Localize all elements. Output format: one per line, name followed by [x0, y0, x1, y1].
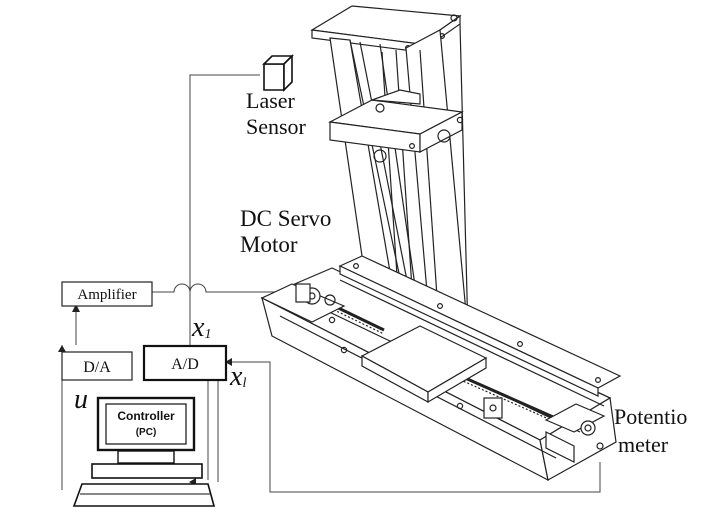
- base-carriage-bolt-1: [328, 316, 336, 324]
- carriage-bolt-1: [456, 116, 464, 124]
- sensor-side: [283, 54, 293, 92]
- coupling: [324, 294, 336, 306]
- screw-support-bolt: [489, 404, 497, 412]
- carriage-bearing-3: [375, 103, 385, 113]
- base-carriage-bolt-3: [456, 402, 464, 410]
- monitor-screen: [105, 403, 187, 445]
- base-carriage: [328, 316, 488, 410]
- side-rail-bolt-4: [594, 377, 601, 384]
- side-rail-bolt-1: [353, 263, 360, 270]
- signal-wires: [61, 74, 601, 493]
- arrow-into-da: [58, 345, 66, 352]
- side-rail-bolt-2: [437, 303, 444, 310]
- monitor-neck: [117, 450, 175, 464]
- mechanical-apparatus: [260, 5, 622, 482]
- base-carriage-side: [427, 356, 487, 404]
- side-rail-front: [339, 265, 599, 397]
- base-rail-2: [339, 279, 605, 407]
- wire-laser-to-ad: [189, 74, 260, 345]
- motor-label: DC Servo Motor: [240, 206, 331, 257]
- da-block: D/A: [61, 351, 133, 381]
- arrow-into-amplifier: [72, 304, 80, 312]
- pot-block: [545, 431, 575, 463]
- sensor-front: [263, 63, 285, 91]
- da-label: D/A: [83, 359, 111, 376]
- arrow-into-ad-right: [225, 358, 232, 366]
- pot-bracket: [544, 403, 606, 433]
- ad-box: [142, 344, 228, 382]
- controller-label: Controller: [117, 409, 175, 423]
- laser-sensor-icon: [262, 54, 294, 92]
- side-rail: [338, 255, 622, 397]
- motor-assembly: [260, 283, 346, 323]
- computer-icon: Controller (PC): [72, 396, 216, 507]
- column-edge-1: [349, 39, 409, 317]
- wire-amplifier-to-motor: [152, 283, 300, 293]
- column-back-edge: [459, 23, 469, 335]
- keyboard: [72, 483, 216, 507]
- wire-pot-to-ad: [232, 361, 601, 493]
- screw-support-block: [483, 397, 503, 419]
- pot-knob-inner: [584, 424, 592, 432]
- side-rail-bolt-3: [516, 341, 523, 348]
- column-edge-2: [359, 41, 415, 317]
- laser-sensor-label: Laser Sensor: [246, 88, 307, 139]
- screw-upper-thread: [329, 307, 385, 335]
- column-edge-3: [379, 43, 421, 321]
- laser-sensor-label-line1: Laser: [246, 88, 296, 113]
- motor-label-line1: DC Servo: [240, 206, 331, 231]
- cap-bolt-1: [450, 14, 458, 22]
- motor-body: [295, 283, 311, 303]
- amplifier-block: Amplifier: [61, 281, 153, 307]
- pot-knob: [580, 420, 596, 436]
- potentiometer-label-line1: Potentio: [614, 404, 687, 429]
- carriage-bolt-2: [409, 143, 416, 150]
- pot-bolt: [596, 442, 604, 450]
- carriage-upper-block: [371, 89, 421, 105]
- signal-labels: x1 xl u: [74, 312, 246, 415]
- ad-block: A/D: [142, 344, 228, 382]
- potentiometer-label-line2: meter: [618, 432, 669, 457]
- laser-sensor-label-line2: Sensor: [246, 114, 307, 139]
- column-carriage: [328, 89, 464, 163]
- motor-mount: [260, 283, 346, 323]
- potentiometer-assembly: [483, 397, 606, 463]
- carriage-side: [419, 111, 463, 153]
- signal-u: u: [74, 384, 88, 415]
- signal-x1: x1: [191, 312, 211, 343]
- signal-xl: xl: [229, 361, 246, 392]
- carriage-bearing-2: [373, 149, 387, 163]
- amplifier-label: Amplifier: [77, 287, 136, 303]
- ad-label: A/D: [171, 356, 199, 373]
- base-carriage-bolt-2: [340, 346, 348, 354]
- da-box: [61, 351, 133, 381]
- potentiometer-label: Potentio meter: [614, 404, 687, 457]
- controller-sublabel: (PC): [136, 427, 157, 438]
- pc-base: [91, 463, 203, 479]
- motor-label-line2: Motor: [240, 232, 298, 257]
- amplifier-box: [61, 281, 153, 307]
- carriage-bearing-1: [437, 129, 451, 143]
